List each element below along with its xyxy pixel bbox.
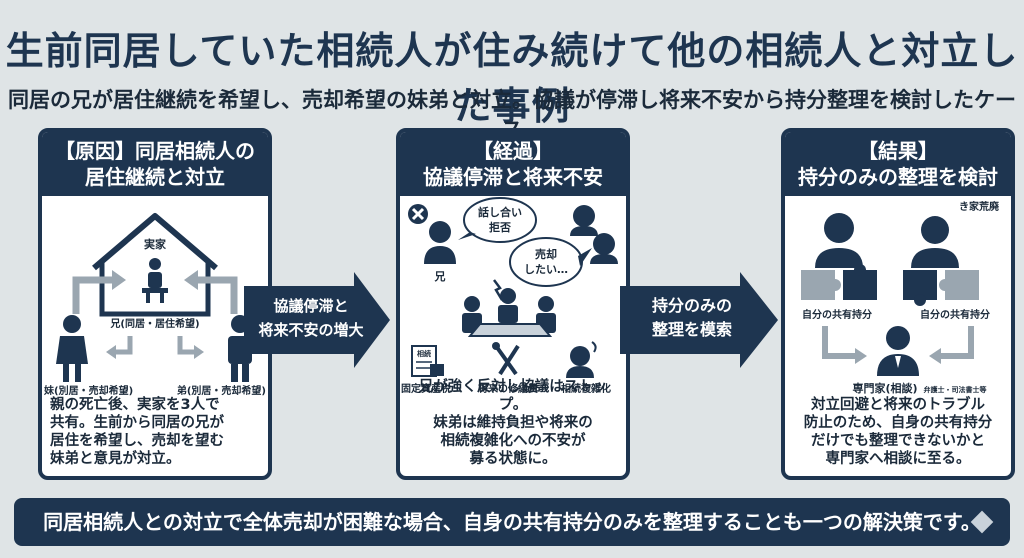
tax-document-icon: 相続 bbox=[411, 345, 444, 377]
speech-bubble-refuse: 話し合い 拒否 bbox=[458, 197, 537, 243]
cause-panel: 【原因】同居相続人の 居住継続と対立 実家 兄(同居・居住希望) bbox=[38, 128, 272, 480]
cause-description: 親の死亡後、実家を3人で 共有。生前から同居の兄が 居住を希望し、売却を望む 妹… bbox=[50, 396, 260, 468]
page-title: 生前同居していた相続人が住み続けて他の相続人と対立した事例 bbox=[5, 29, 1019, 128]
arrow-left-to-house bbox=[72, 276, 112, 314]
icon-label-repair: 将来の修繕費 bbox=[478, 382, 538, 395]
cause-text-line: 共有。生前から同居の兄が bbox=[50, 415, 224, 431]
brother-seated-icon bbox=[142, 258, 168, 303]
arrow1-line2: 将来不安の増大 bbox=[258, 321, 364, 339]
repair-tools-icon bbox=[492, 342, 520, 376]
arrow-right-to-house bbox=[198, 276, 238, 314]
arrow-progress-to-result: 持分のみの 整理を模索 bbox=[620, 272, 778, 368]
family-house-illustration: 実家 兄(同居・居住希望) bbox=[43, 213, 266, 396]
younger-brother-icon bbox=[911, 216, 959, 268]
result-text-line: 防止のため、自身の共有持分 bbox=[803, 415, 993, 431]
bubble2-line1: 売却 bbox=[535, 247, 557, 261]
brother-label: 兄 bbox=[434, 270, 446, 283]
icon-label-tax: 固定資産税 bbox=[401, 382, 451, 395]
share-left-label: 自分の共有持分 bbox=[802, 308, 872, 321]
result-head-line2: 持分のみの整理を検討 bbox=[798, 165, 998, 189]
arrow2-line1: 持分のみの bbox=[651, 296, 732, 315]
cause-text-line: 居住を希望し、売却を望む bbox=[50, 433, 224, 449]
arrow-cause-to-progress: 協議停滞と 将来不安の増大 bbox=[244, 272, 390, 368]
arrow1-line1: 協議停滞と bbox=[273, 297, 349, 315]
arrow1-label: 協議停滞と 将来不安の増大 bbox=[256, 294, 366, 342]
vacant-house-label: き家荒廃 bbox=[959, 200, 1000, 213]
cause-panel-header: 【原因】同居相続人の 居住継続と対立 bbox=[42, 132, 268, 196]
sister-face-icon bbox=[570, 205, 598, 236]
arrow2-line2: 整理を模索 bbox=[651, 320, 732, 339]
progress-description: 兄が強く反対し協議はストップ。 妹弟は維持負担や将来の 相続複雑化への不安が 募… bbox=[408, 378, 618, 468]
result-text-line: 専門家へ相談に至る。 bbox=[825, 451, 971, 467]
conclusion-banner: 同居相続人との対立で全体売却が困難な場合、自身の共有持分のみを整理することも一つ… bbox=[14, 498, 1010, 546]
progress-head-line2: 協議停滞と将来不安 bbox=[423, 165, 603, 189]
chevron-arrow-icon bbox=[244, 272, 390, 368]
puzzle-piece-right-icon bbox=[903, 270, 979, 306]
progress-head-line1: 【経過】 bbox=[473, 139, 553, 163]
worried-person-icon bbox=[566, 341, 597, 378]
conclusion-text: 同居相続人との対立で全体売却が困難な場合、自身の共有持分のみを整理することも一つ… bbox=[43, 510, 981, 534]
result-text-line: だけでも整理できないかと bbox=[811, 433, 985, 449]
progress-panel: 【経過】 協議停滞と将来不安 兄 話し合い 拒否 売却 したい… bbox=[396, 128, 630, 480]
progress-text-line: 兄が強く反対し協議はストップ。 bbox=[418, 379, 608, 413]
bubble1-line2: 拒否 bbox=[489, 220, 511, 234]
speech-bubble-sell: 売却 したい… bbox=[509, 237, 592, 287]
bubble1-line1: 話し合い bbox=[478, 205, 522, 219]
sister-icon bbox=[56, 315, 88, 382]
result-panel-header: 【結果】 持分のみの整理を検討 bbox=[785, 132, 1011, 196]
younger-brother-face-icon bbox=[590, 233, 618, 264]
arrow2-label: 持分のみの 整理を模索 bbox=[632, 294, 752, 342]
sister-icon bbox=[815, 213, 863, 268]
chevron-arrow-icon bbox=[620, 272, 778, 368]
cause-text-line: 妹弟と意見が対立。 bbox=[50, 451, 181, 467]
younger-brother-label: 弟(別居・売却希望) bbox=[177, 384, 266, 396]
icon-label-inheritance: 相続複雑化 bbox=[561, 382, 611, 395]
meeting-table-icon bbox=[462, 288, 556, 337]
puzzle-piece-left-icon bbox=[801, 264, 877, 300]
progress-text-line: 相続複雑化への不安が bbox=[440, 433, 586, 449]
house-label: 実家 bbox=[144, 237, 167, 251]
progress-panel-header: 【経過】 協議停滞と将来不安 bbox=[400, 132, 626, 196]
progress-text-line: 募る状態に。 bbox=[469, 451, 557, 467]
doc-label: 相続 bbox=[417, 349, 431, 358]
result-text-line: 対立回避と将来のトラブル bbox=[811, 397, 985, 413]
result-panel: 【結果】 持分のみの整理を検討 き家荒廃 自分の共有持分 自分の共有持分 bbox=[781, 128, 1015, 480]
share-right-label: 自分の共有持分 bbox=[920, 308, 990, 321]
result-description: 対立回避と将来のトラブル 防止のため、自身の共有持分 だけでも整理できないかと … bbox=[793, 396, 1003, 468]
sister-label: 妹(別居・売却希望) bbox=[43, 384, 133, 396]
conflict-spark-icon bbox=[493, 279, 504, 301]
result-head-line1: 【結果】 bbox=[858, 139, 938, 163]
brother-label: 兄(同居・居住希望) bbox=[109, 317, 199, 330]
expert-small-label: 弁護士・司法書士等 bbox=[924, 385, 987, 394]
cause-head-line2: 居住継続と対立 bbox=[85, 165, 225, 189]
expert-label: 専門家(相談) bbox=[852, 381, 917, 395]
cause-text-line: 親の死亡後、実家を3人で bbox=[50, 397, 220, 413]
negotiation-illustration: 兄 話し合い 拒否 売却 したい… bbox=[401, 197, 618, 395]
brother-icon bbox=[424, 221, 456, 264]
share-consult-illustration: き家荒廃 自分の共有持分 自分の共有持分 bbox=[801, 200, 1000, 395]
cause-head-line1: 【原因】同居相続人の bbox=[55, 139, 255, 163]
progress-text-line: 妹弟は維持負担や将来の bbox=[433, 415, 593, 431]
bubble2-line2: したい… bbox=[524, 263, 568, 276]
refuse-x-icon bbox=[408, 204, 428, 224]
expert-icon bbox=[877, 326, 919, 376]
